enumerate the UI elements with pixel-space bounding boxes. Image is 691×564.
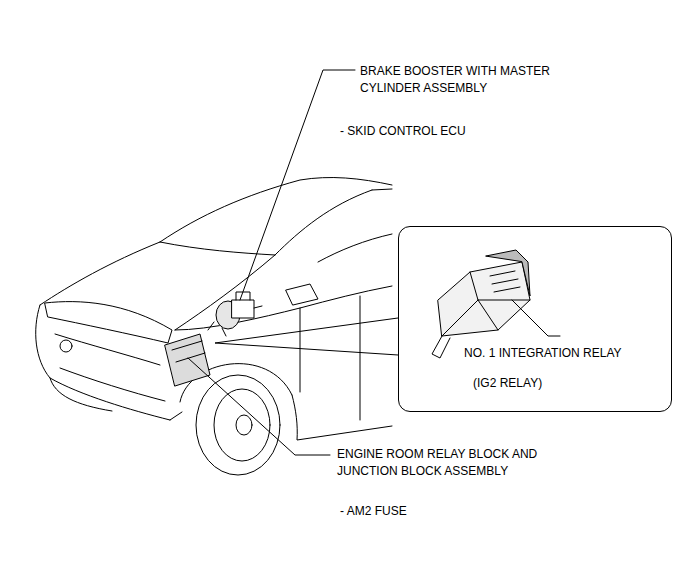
relay-block-symbol [165,334,210,386]
lower-bumper [50,378,112,411]
relay-name: (IG2 RELAY) [473,375,542,392]
mirror [286,284,318,305]
hood-edge [40,242,160,305]
brake-booster-symbol [208,292,262,336]
hub [236,415,252,435]
leader-line [188,358,330,455]
emblem [60,340,72,352]
part-name: - SKID CONTROL ECU [340,123,540,140]
door-line [300,296,360,420]
windshield-base [160,242,275,255]
part-name: ENGINE ROOM RELAY BLOCK AND JUNCTION BLO… [337,446,577,480]
leader-line [512,300,560,336]
a-pillar [275,190,372,255]
inset-box: NO. 1 INTEGRATION RELAY (IG2 RELAY) [398,226,672,412]
tire [196,375,280,475]
hood-crease [175,255,275,330]
part-name: BRAKE BOOSTER WITH MASTER CYLINDER ASSEM… [360,63,595,97]
body-lower [170,395,392,440]
side-window [318,189,392,262]
relay-name: NO. 1 INTEGRATION RELAY [464,345,622,362]
front-face [36,305,170,420]
grille [55,334,165,401]
callout-wedge [215,318,398,355]
part-name: - AM2 FUSE [340,503,540,520]
leader-line [240,70,355,300]
roof-line [160,178,392,242]
